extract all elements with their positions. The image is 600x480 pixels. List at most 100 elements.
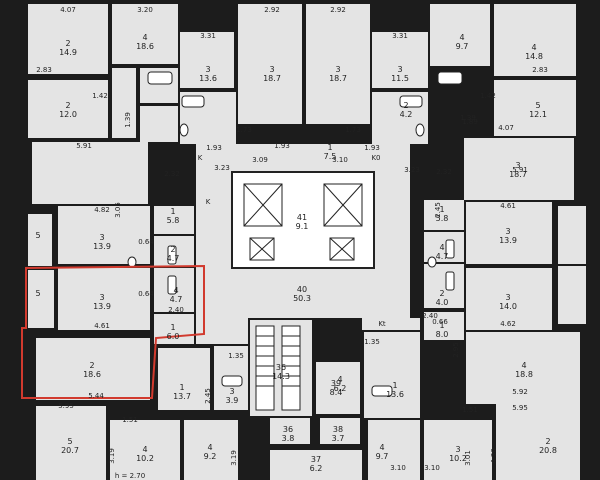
room-area: 13.7 [173,392,191,401]
room-area: 13.6 [199,74,217,83]
room-number: 5 [535,101,540,110]
bathtub-icon [167,275,177,295]
dimension-label: 1.73 [345,126,361,134]
room-number: 1 [327,143,332,152]
room-area: 6.2 [334,384,347,393]
room-area: 14.3 [272,372,290,381]
toilet-icon [415,123,425,137]
room-number: 40 [297,285,307,294]
room-4g [466,332,580,404]
room-number: 4 [337,375,342,384]
room-4j [368,420,420,480]
room-36b [270,418,310,444]
room-number: 3 [229,387,234,396]
room-number: 4 [142,445,147,454]
dimension-label: 1.35 [228,352,244,360]
room-number: 2 [65,39,70,48]
bathtub-icon [445,239,455,259]
room-area: 9.7 [456,42,469,51]
room-3d [372,32,428,88]
room-2g [424,264,464,308]
dimension-label: 3.19 [230,450,238,466]
dimension-label: 2.32 [436,168,452,176]
room-37 [270,450,362,480]
room-number: 39 [331,379,341,388]
room-2d [36,338,150,400]
room-label: 24.2 [400,101,413,119]
marker-label: K [198,154,203,162]
room-area: 13.9 [499,236,517,245]
room-area: 14.0 [499,302,517,311]
room-area: 9.2 [204,452,217,461]
room-number: 4 [173,286,178,295]
room-label: 314.0 [499,293,517,311]
room-area: 50.3 [293,294,311,303]
dimension-label: 2.95 [452,342,460,358]
dimension-label: 1.42 [480,92,496,100]
dimension-label: 2.92 [264,6,280,14]
room-label: 414.8 [525,43,543,61]
room-number: 36 [276,363,286,372]
dimension-label: 2.40 [168,306,184,314]
bath-fixtures [127,71,463,397]
room-area: 14.8 [525,52,543,61]
room-area: 9.7 [376,452,389,461]
dimension-label: 0.66 [432,318,448,326]
dimension-label: 3.10 [424,464,440,472]
room-label: 520.7 [61,437,79,455]
bathtub-icon [167,245,177,265]
room-number: 1 [439,321,444,330]
room-label: 512.1 [529,101,547,119]
room-number: 3 [515,161,520,170]
room-number: 1 [179,383,184,392]
room-number: 2 [65,101,70,110]
room-label: 15.8 [167,207,180,225]
room-area: 18.6 [136,42,154,51]
dimension-label: 5.92 [512,388,528,396]
room-bath-b [140,106,178,142]
room-label: 49.7 [376,443,389,461]
dimension-label: 5.95 [512,404,528,412]
room-5b [36,406,106,480]
room-area: 4.2 [400,110,413,119]
dimension-label: 3.09 [252,156,268,164]
dimension-label: 1.42 [92,92,108,100]
room-area: 4.0 [436,298,449,307]
dimension-label: 4.30 [490,448,498,464]
room-number: 2 [545,437,550,446]
dimension-label: 2.45 [204,388,212,404]
room-label: 418.6 [136,33,154,51]
dimension-label: 3.19 [108,448,116,464]
room-label: 313.9 [499,227,517,245]
room-number: 3 [99,293,104,302]
room-number: 4 [142,33,147,42]
toilet-icon [127,256,137,268]
bathtub-icon [437,71,463,85]
room-area: 7.5 [324,152,337,161]
room-area: 12.1 [529,110,547,119]
dimension-label: 1.93 [206,144,222,152]
room-number: 4 [207,443,212,452]
room-2b [28,80,108,138]
dimension-label: 4.82 [94,206,110,214]
room-label: 383.7 [332,425,345,443]
marker-label: K0 [371,154,380,162]
room-2a [28,4,108,74]
room-area: 13.9 [93,242,111,251]
dimension-label: 1.89 [462,118,478,126]
room-number: 4 [521,361,526,370]
room-label: 418.8 [515,361,533,379]
room-3e [58,206,150,264]
room-label: 33.9 [226,387,239,405]
room-number: 36 [283,425,293,434]
room-area: 5.8 [436,214,449,223]
room-4i [184,420,238,480]
room-label: 310.2 [449,445,467,463]
room-area: 20.7 [61,446,79,455]
dimension-label: 2.83 [36,66,52,74]
dimension-label: 4.61 [94,322,110,330]
dimension-label: 5.44 [88,392,104,400]
room-number: 2 [170,245,175,254]
